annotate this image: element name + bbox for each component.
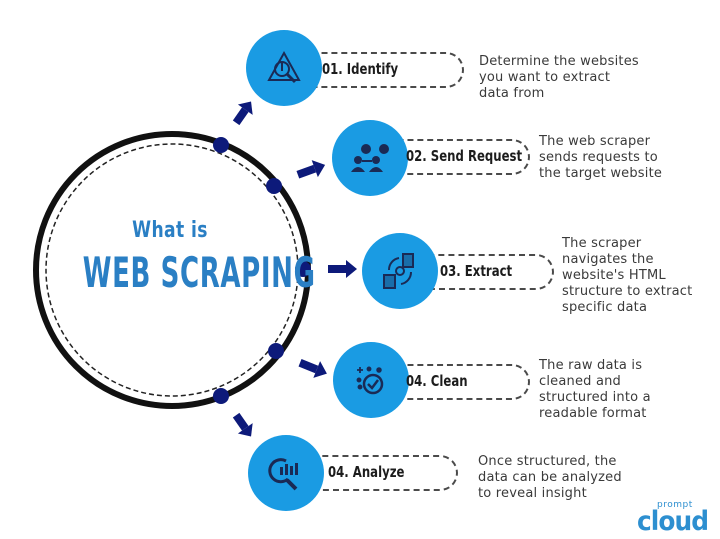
step-3-circle bbox=[362, 233, 438, 309]
step-1-label: 01. Identify bbox=[322, 60, 399, 78]
step-4-circle bbox=[333, 342, 409, 418]
arrow-icon-2 bbox=[296, 160, 326, 179]
step-1-description: Determine the websites you want to extra… bbox=[479, 54, 639, 101]
step-2-description: The web scraper sends requests to the ta… bbox=[539, 134, 663, 181]
logo-prompt-text: prompt bbox=[657, 500, 693, 510]
arrow-icon-1 bbox=[232, 101, 253, 126]
hub-node-dot-3 bbox=[295, 261, 311, 277]
step-5-circle bbox=[248, 435, 324, 511]
hub-node-dot-1 bbox=[213, 137, 229, 153]
step-5-label: 04. Analyze bbox=[328, 463, 405, 481]
hub-node-dot-4 bbox=[268, 343, 284, 359]
step-2-label: 02. Send Request bbox=[406, 147, 523, 165]
step-3-description: The scraper navigates the website's HTML… bbox=[562, 236, 693, 315]
promptcloud-logo: prompt cloud bbox=[637, 500, 711, 537]
hub-subtitle: What is bbox=[132, 218, 208, 243]
step-4-label: 04. Clean bbox=[406, 372, 468, 390]
sparkle-check-icon bbox=[356, 366, 384, 395]
step-4-description: The raw data is cleaned and structured i… bbox=[539, 358, 651, 421]
logo-cloud-text: cloud bbox=[637, 506, 709, 537]
people-chat-icon bbox=[351, 144, 389, 172]
step-2-circle bbox=[332, 120, 408, 196]
warning-search-icon bbox=[267, 50, 301, 84]
step-5-description: Once structured, the data can be analyze… bbox=[478, 454, 622, 501]
arrow-icon-5 bbox=[232, 412, 253, 437]
arrow-icon-4 bbox=[298, 359, 327, 378]
data-cycle-icon bbox=[383, 253, 414, 289]
chart-magnifier-icon bbox=[268, 458, 298, 491]
step-1-circle bbox=[246, 30, 322, 106]
step-3-label: 03. Extract bbox=[440, 262, 513, 280]
arrow-icon-3 bbox=[328, 260, 357, 278]
hub-node-dot-5 bbox=[213, 388, 229, 404]
hub-title: WEB SCRAPING bbox=[82, 248, 316, 297]
hub-node-dot-2 bbox=[266, 178, 282, 194]
